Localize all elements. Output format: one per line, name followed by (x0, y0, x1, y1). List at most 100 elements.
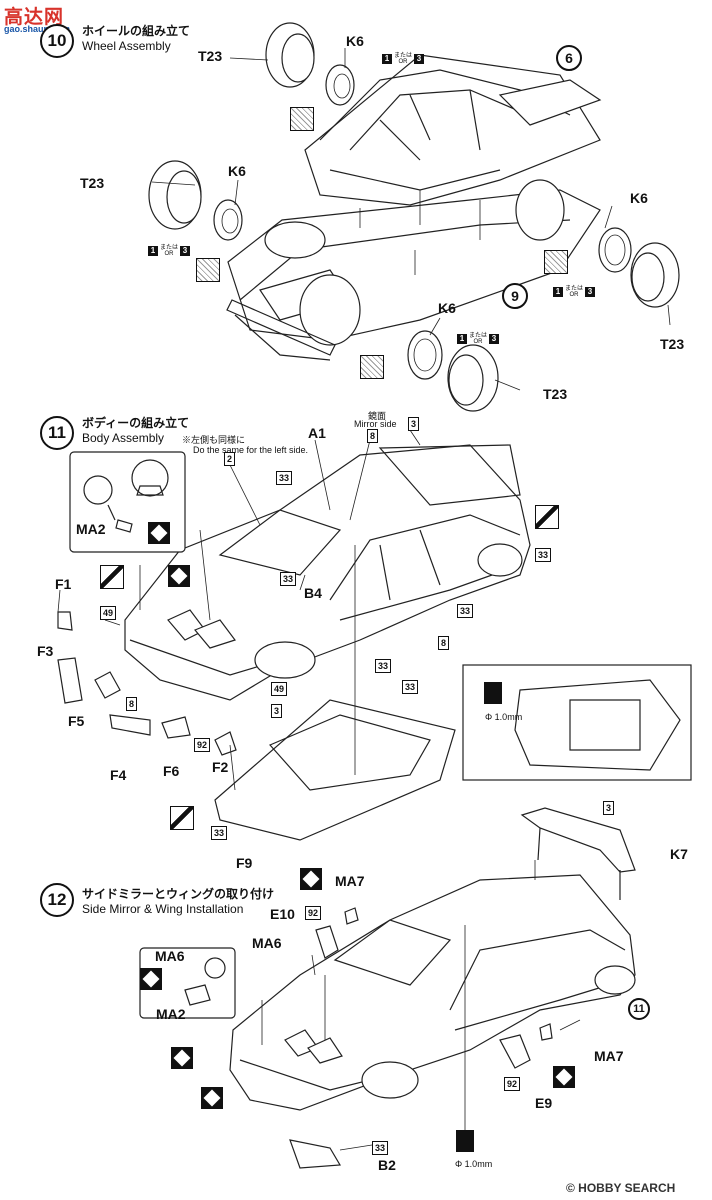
ref-circle-9: 9 (502, 283, 528, 309)
decal-icon (535, 505, 559, 529)
tire-right (598, 227, 680, 308)
part-label-ma2: MA2 (76, 521, 106, 537)
mirror-side-jp: 鏡面 (368, 411, 387, 421)
b2-part-drawing (289, 1139, 342, 1169)
step11-title-jp: ボディーの組み立て (82, 416, 190, 430)
color-square-3: 3 (414, 53, 425, 64)
part-label-ma6: MA6 (252, 935, 282, 951)
step12-title-jp: サイドミラーとウィングの取り付け (82, 887, 275, 901)
paint-tag: 33 (211, 826, 228, 840)
part-label-t23: T23 (198, 48, 223, 64)
diamond-marker-icon (553, 1066, 575, 1088)
part-label-k6: K6 (346, 33, 364, 49)
mirrors-drawing (315, 907, 553, 1069)
note-en: Do the same for the left side. (193, 445, 309, 455)
diamond-marker-icon (171, 1047, 193, 1069)
color-square-1: 1 (382, 53, 392, 64)
diamond-marker-icon (201, 1087, 223, 1109)
tire-top-left (265, 22, 355, 106)
part-label-ma2: MA2 (156, 1006, 186, 1022)
paint-tag: 33 (372, 1141, 389, 1155)
roof-panel-drawing (214, 699, 456, 841)
step12-title-en: Side Mirror & Wing Installation (82, 902, 244, 916)
paint-tag: 33 (375, 659, 392, 673)
paint-tag: 92 (504, 1077, 521, 1091)
chassis-drawing (226, 179, 601, 361)
color-square-3: 3 (585, 286, 596, 297)
paint-tag: 8 (126, 697, 138, 711)
decal-icon (196, 258, 220, 282)
paint-tag: 3 (408, 417, 420, 431)
diamond-marker-icon (168, 565, 190, 587)
paint-tag: 33 (535, 548, 552, 562)
diamond-marker-icon (300, 868, 322, 890)
part-label-f9: F9 (236, 855, 253, 871)
paint-tag: 33 (457, 604, 474, 618)
color-square-3: 3 (180, 245, 191, 256)
decal-icon (170, 806, 194, 830)
paint-tag: 49 (271, 682, 288, 696)
part-label-t23: T23 (543, 386, 568, 402)
part-label-e9: E9 (535, 1095, 553, 1111)
ref-circle-6: 6 (556, 45, 582, 71)
drill-icon (456, 1130, 474, 1152)
diamond-marker-icon (148, 522, 170, 544)
color-square-1: 1 (148, 245, 158, 256)
part-label-b4: B4 (304, 585, 322, 601)
paint-tag: 3 (603, 801, 615, 815)
part-label-f2: F2 (212, 759, 229, 775)
paint-tag: 92 (194, 738, 211, 752)
part-label-ma7: MA7 (335, 873, 365, 889)
car-body-drawing (124, 444, 531, 701)
paint-tag: 8 (438, 636, 450, 650)
part-label-k6: K6 (630, 190, 648, 206)
paint-tag: 2 (224, 452, 236, 466)
part-label-f3: F3 (37, 643, 54, 659)
paint-tag: 8 (367, 429, 379, 443)
part-label-f4: F4 (110, 767, 127, 783)
step-number-12: 12 (40, 883, 74, 917)
paint-tag: 92 (305, 906, 322, 920)
watermark-brand: 高达网 (4, 7, 65, 28)
step-number-10: 10 (40, 24, 74, 58)
watermark-bottom: © HOBBY SEARCH (566, 1181, 676, 1195)
front-parts-drawing (57, 611, 237, 756)
tire-bottom (407, 330, 499, 412)
part-label-t23: T23 (80, 175, 105, 191)
watermark-url: gao.shaun.com (4, 24, 71, 34)
paint-tag: 33 (276, 471, 293, 485)
part-label-e10: E10 (270, 906, 295, 922)
part-label-k6: K6 (228, 163, 246, 179)
part-label-f5: F5 (68, 713, 85, 729)
wing-drawing (520, 807, 636, 900)
color-square-1: 1 (553, 286, 563, 297)
part-label-f6: F6 (163, 763, 180, 779)
drill-label: Φ 1.0mm (455, 1159, 493, 1169)
part-label-f1: F1 (55, 576, 72, 592)
part-label-k7: K7 (670, 846, 688, 862)
note-jp: ※左側も同様に (182, 435, 246, 445)
step10-title-jp: ホイールの組み立て (82, 24, 191, 38)
drill-icon (484, 682, 502, 704)
part-label-ma7: MA7 (594, 1048, 624, 1064)
diamond-marker-icon (140, 968, 162, 990)
roll-cage-body-drawing (304, 54, 602, 206)
ref-circle-11: 11 (628, 998, 650, 1020)
paint-tag: 3 (271, 704, 283, 718)
mirror-side-en: Mirror side (354, 419, 397, 429)
color-square-3: 3 (489, 333, 500, 344)
decal-icon (290, 107, 314, 131)
decal-icon (360, 355, 384, 379)
part-label-b2: B2 (378, 1157, 396, 1173)
paint-tag: 49 (100, 606, 117, 620)
paint-tag: 33 (402, 680, 419, 694)
drill-label: Φ 1.0mm (485, 712, 523, 722)
car-body-step12-drawing (229, 874, 636, 1111)
